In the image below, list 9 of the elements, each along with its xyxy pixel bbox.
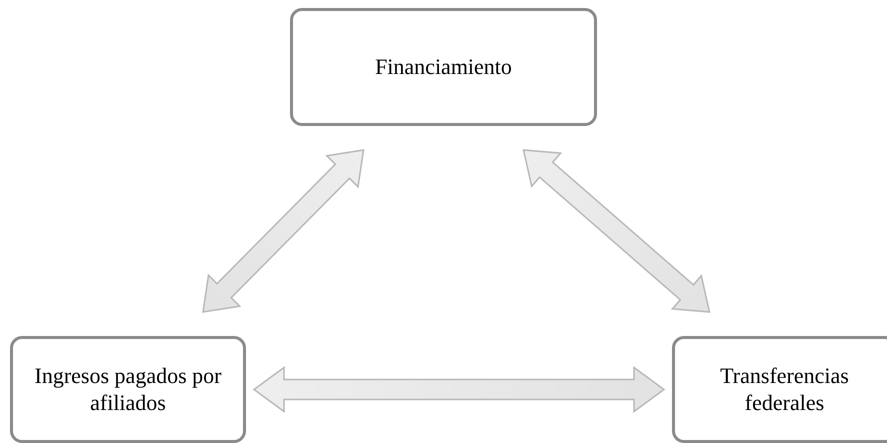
process-box: [672, 336, 887, 443]
node-label: Ingresos pagados por afiliados: [34, 363, 222, 416]
double-arrow: [202, 149, 364, 313]
process-box: [290, 8, 597, 126]
node-label: Financiamiento: [375, 54, 512, 80]
process-box: [10, 336, 246, 443]
node-label: Transferencias federales: [719, 363, 850, 416]
double-arrow: [522, 149, 710, 313]
double-arrow: [252, 366, 666, 413]
